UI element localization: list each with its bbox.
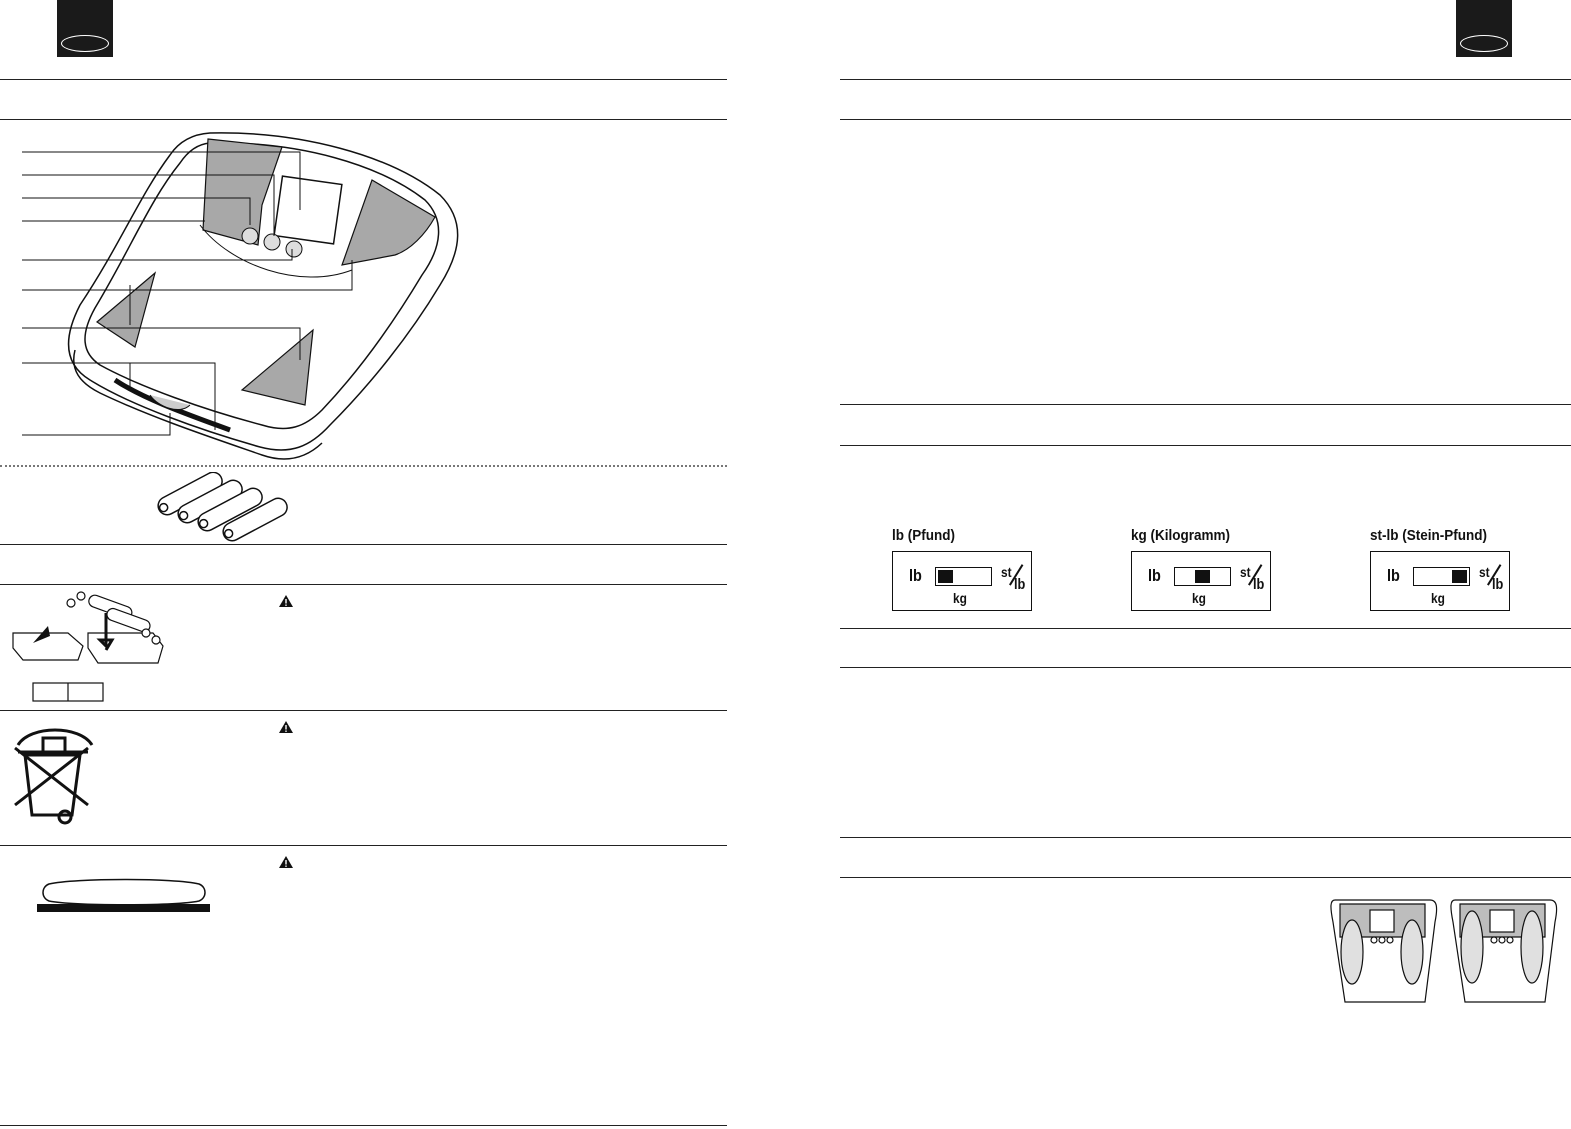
- switch-label-st: st: [1479, 564, 1490, 580]
- weee-bin-icon: [14, 728, 94, 825]
- dotted-rule: [0, 465, 727, 467]
- switch-knob: [1452, 570, 1467, 583]
- battery-insertion-illustration: [12, 591, 164, 702]
- rule: [0, 710, 727, 711]
- rule: [0, 119, 727, 120]
- rule: [840, 628, 1571, 629]
- switch-slot: [1413, 567, 1470, 586]
- switch-knob: [938, 570, 953, 583]
- rule: [0, 1125, 727, 1126]
- rule: [840, 667, 1571, 668]
- rule: [840, 877, 1571, 878]
- unit-label: lb (Pfund): [892, 527, 955, 544]
- switch-slot: [935, 567, 992, 586]
- feet-on-scale-illustration: [1330, 899, 1558, 1003]
- warning-icon: [279, 595, 293, 607]
- rule: [840, 445, 1571, 446]
- unit-label: kg (Kilogramm): [1131, 527, 1231, 544]
- rule: [840, 119, 1571, 120]
- switch-label-st: st: [1240, 564, 1251, 580]
- language-tab-right: [1456, 0, 1512, 57]
- switch-label-st: st: [1001, 564, 1012, 580]
- scale-parts-diagram: [22, 132, 459, 460]
- switch-label-lb-small: lb: [1253, 576, 1265, 593]
- switch-label-lb-small: lb: [1014, 576, 1026, 593]
- rule: [840, 837, 1571, 838]
- switch-label-lb: lb: [1387, 566, 1400, 585]
- language-tab-left: [57, 0, 113, 57]
- unit-label: st-lb (Stein-Pfund): [1370, 527, 1487, 544]
- switch-label-kg: kg: [1192, 590, 1206, 606]
- switch-knob: [1195, 570, 1210, 583]
- warning-icon: [279, 856, 293, 868]
- rule: [0, 845, 727, 846]
- switch-label-lb: lb: [1148, 566, 1161, 585]
- rule: [840, 404, 1571, 405]
- rule: [0, 584, 727, 585]
- switch-label-lb-small: lb: [1492, 576, 1504, 593]
- switch-label-kg: kg: [1431, 590, 1445, 606]
- warning-icon: [279, 721, 293, 733]
- rule: [840, 79, 1571, 80]
- switch-label-lb: lb: [909, 566, 922, 585]
- switch-slot: [1174, 567, 1231, 586]
- rule: [0, 544, 727, 545]
- scale-on-floor-illustration: [37, 878, 210, 912]
- batteries-illustration: [157, 472, 288, 542]
- switch-label-kg: kg: [953, 590, 967, 606]
- rule: [0, 79, 727, 80]
